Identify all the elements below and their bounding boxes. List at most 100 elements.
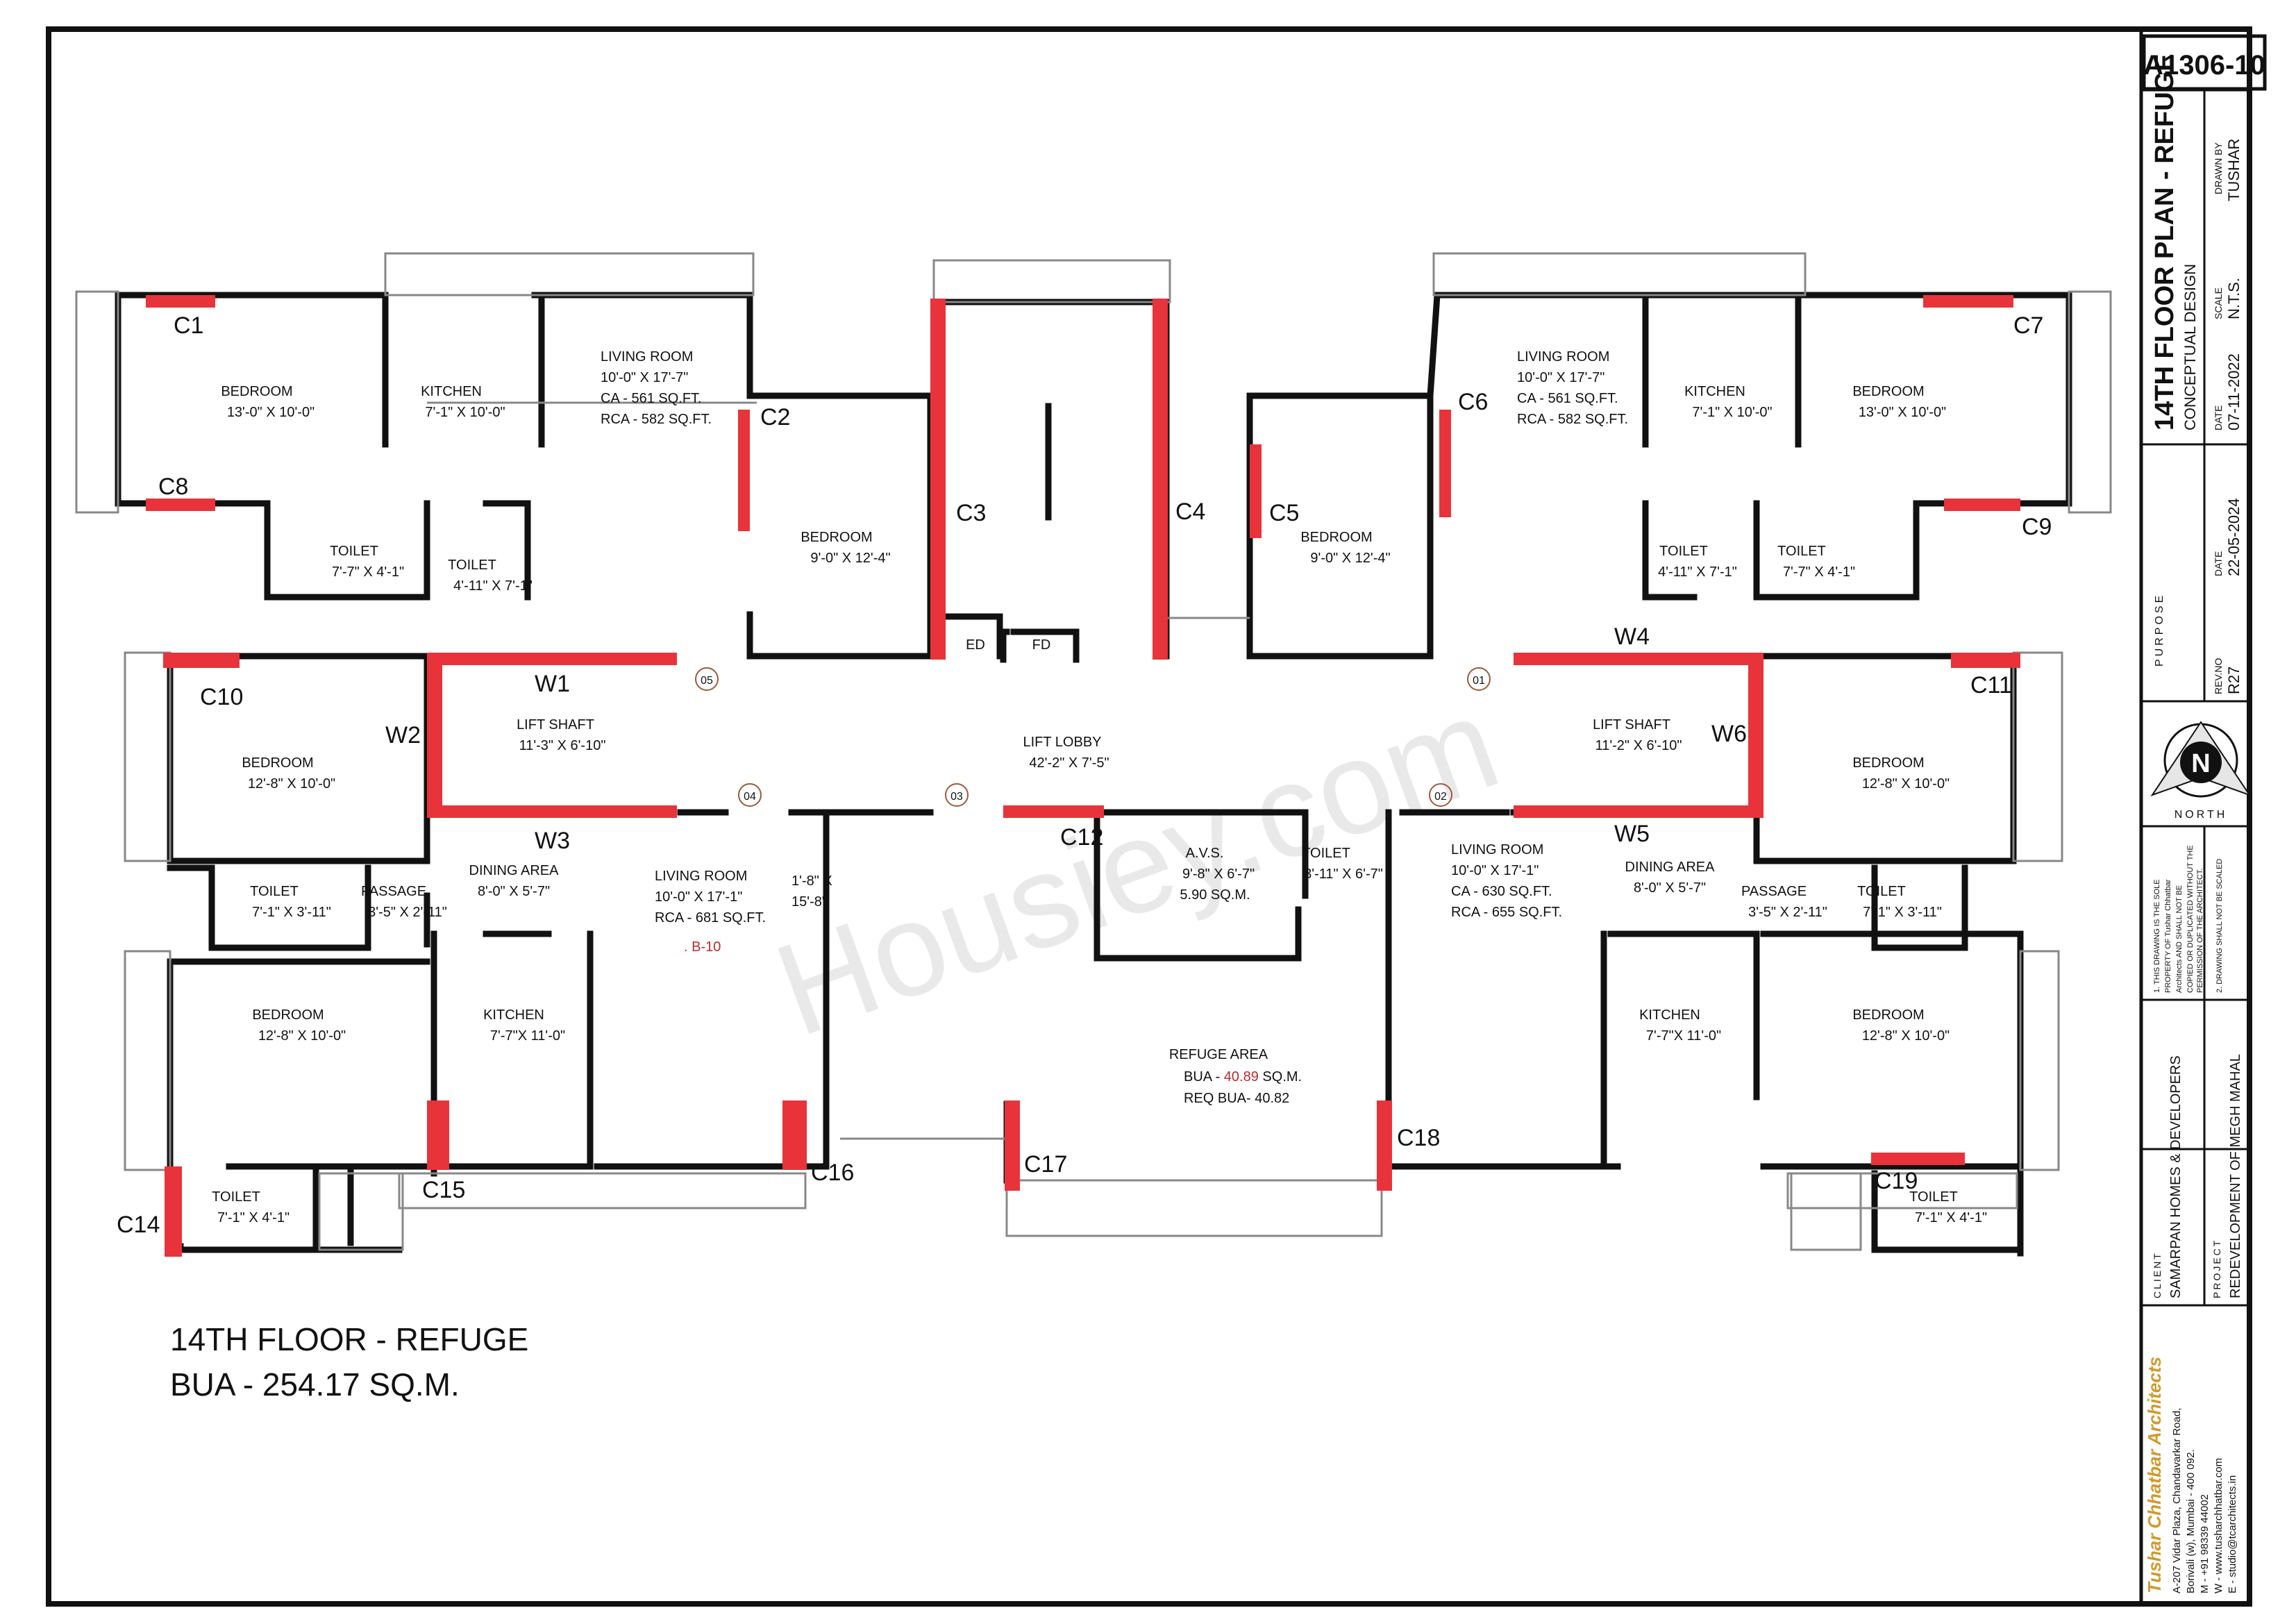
column-mark-c7: [1923, 295, 2013, 308]
firm-address-1: A-207 Vidar Plaza, Chandavarkar Road,: [2171, 1408, 2183, 1593]
date-label-1: DATE: [2213, 405, 2224, 430]
column-mark-c16: [782, 1100, 807, 1170]
firm-name: Tushar Chhatbar Architects: [2144, 1357, 2165, 1593]
dim-dining-l: 8'-0" X 5'-7": [478, 884, 550, 899]
label-refuge-area: REFUGE AREA: [1169, 1047, 1268, 1062]
wall-mark-w2: [427, 653, 442, 812]
wall-mark-w5: [1514, 805, 1763, 818]
sheet-id: A1306-10: [2143, 50, 2265, 81]
label-bedroom-mr: BEDROOM: [1852, 755, 1924, 771]
firm-address-2: Borivali (w), Mumbai - 400 092.: [2185, 1449, 2197, 1593]
date-label-2: DATE: [2213, 551, 2224, 576]
col-tag-c8: C8: [158, 474, 188, 500]
north-label: NORTH: [2175, 809, 2228, 821]
ca-living-tr: CA - 561 SQ.FT.: [1517, 391, 1618, 406]
label-b10: . B-10: [684, 939, 721, 955]
label-kitchen-bl: KITCHEN: [483, 1007, 544, 1023]
column-mark-c12: [1003, 805, 1104, 818]
label-toilet-rr: TOILET: [1857, 884, 1906, 899]
col-tag-c11: C11: [1970, 672, 2012, 698]
project-name: REDEVELOPMENT OF MEGH MAHAL: [2228, 1054, 2243, 1298]
dim-toilet-rr: 7'-1" X 3'-11": [1863, 905, 1942, 920]
client-name: SAMARPAN HOMES & DEVELOPERS: [2168, 1055, 2184, 1298]
refuge-req-bua: REQ BUA- 40.82: [1184, 1091, 1289, 1106]
column-mark-c19: [1871, 1153, 1965, 1165]
column-mark-c2: [738, 410, 750, 531]
label-living-br: LIVING ROOM: [1451, 842, 1543, 857]
rca-living-tl: RCA - 582 SQ.FT.: [601, 412, 712, 427]
floor-bua: BUA - 254.17 SQ.M.: [170, 1366, 460, 1403]
dim-toilet-br: 7'-1" X 4'-1": [1915, 1210, 1987, 1225]
dim-15-8: 15'-8": [791, 894, 827, 910]
marker-04: 04: [744, 791, 756, 803]
column-mark-c10: [163, 653, 240, 668]
title-block: A1306-10 14TH FLOOR PLAN - REFUGE CONCEP…: [2141, 34, 2267, 1593]
col-tag-c10: C10: [200, 684, 243, 710]
sheet-title: 14TH FLOOR PLAN - REFUGE: [2150, 53, 2179, 430]
rca-living-br: RCA - 655 SQ.FT.: [1451, 905, 1562, 920]
wall-tag-w5: W5: [1614, 821, 1650, 847]
dim-bedroom-tl: 13'-0" X 10'-0": [227, 405, 315, 420]
label-lift-shaft-l: LIFT SHAFT: [517, 717, 594, 733]
column-mark-c15: [427, 1100, 449, 1170]
dim-toilet-c: 3'-11" X 6'-7": [1304, 867, 1383, 882]
column-mark-c8: [146, 499, 215, 511]
firm-web: W - www.tusharchhatbar.com: [2213, 1458, 2224, 1593]
dim-kitchen-br: 7'-7"X 11'-0": [1646, 1028, 1721, 1044]
dim-bedroom-tr: 13'-0" X 10'-0": [1859, 405, 1946, 420]
wall-tag-w3: W3: [535, 828, 570, 854]
column-labels: C1 C2 C3 C4 C5 C6 C7 C8 C9 C10 C11 C12 C…: [117, 312, 2052, 1238]
label-living-tr: LIVING ROOM: [1517, 349, 1609, 365]
col-tag-c9: C9: [2022, 514, 2052, 540]
label-lift-shaft-r: LIFT SHAFT: [1593, 717, 1670, 733]
col-tag-c14: C14: [117, 1212, 160, 1238]
scale-value: N.T.S.: [2225, 278, 2243, 319]
dim-toilet-tl2: 4'-11" X 7'-1": [453, 578, 533, 594]
thin-outlines: [75, 252, 2112, 1251]
dim-lift-lobby: 42'-2" X 7'-5": [1029, 755, 1109, 771]
wall-mark-w6: [1748, 653, 1763, 818]
drawn-by: TUSHAR: [2225, 139, 2243, 201]
wall-tag-w1: W1: [535, 671, 570, 697]
date-value-2: 22-05-2024: [2225, 498, 2243, 576]
label-kitchen-tr: KITCHEN: [1684, 384, 1745, 399]
area-avs: 5.90 SQ.M.: [1180, 887, 1250, 903]
dim-toilet-tr1: 4'-11" X 7'-1": [1658, 564, 1737, 580]
note-1: 1. THIS DRAWING IS THE SOLE: [2153, 879, 2161, 993]
label-fd: FD: [1032, 637, 1051, 653]
column-mark-c5: [1250, 444, 1262, 538]
label-bedroom-tc2: BEDROOM: [1300, 530, 1372, 545]
dim-dining-r: 8'-0" X 5'-7": [1634, 880, 1706, 896]
sheet-subtitle: CONCEPTUAL DESIGN: [2181, 264, 2199, 430]
marker-03: 03: [950, 791, 963, 803]
label-bedroom-bl: BEDROOM: [252, 1007, 324, 1023]
wall-mark-w1: [427, 653, 677, 665]
dim-living-br: 10'-0" X 17'-1": [1451, 863, 1539, 878]
dim-toilet-bl: 7'-1" X 4'-1": [217, 1210, 290, 1225]
dim-bedroom-bl: 12'-8" X 10'-0": [258, 1028, 346, 1044]
col-tag-c16: C16: [811, 1160, 854, 1186]
rca-living-tr: RCA - 582 SQ.FT.: [1517, 412, 1628, 427]
north-arrow: N NORTH: [2150, 721, 2252, 821]
dim-living-tl: 10'-0" X 17'-7": [601, 370, 688, 385]
sheet-border: [46, 26, 2252, 1607]
dim-passage-r: 3'-5" X 2'-11": [1748, 905, 1827, 920]
label-kitchen-br: KITCHEN: [1639, 1007, 1700, 1023]
column-mark-c4: [1153, 299, 1168, 660]
col-tag-c12: C12: [1060, 824, 1103, 851]
col-tag-c4: C4: [1175, 499, 1205, 525]
label-toilet-c: TOILET: [1302, 846, 1350, 861]
rca-living-bl: RCA - 681 SQ.FT.: [655, 910, 766, 926]
project-label: PROJECT: [2211, 1239, 2222, 1298]
scale-label: SCALE: [2213, 287, 2224, 319]
label-bedroom-ml: BEDROOM: [242, 755, 313, 771]
column-mark-c1: [146, 295, 215, 308]
col-tag-c1: C1: [174, 312, 203, 339]
date-value-1: 07-11-2022: [2225, 353, 2243, 430]
label-dining-r: DINING AREA: [1625, 860, 1716, 875]
label-toilet-bl: TOILET: [212, 1189, 260, 1205]
col-tag-c18: C18: [1397, 1125, 1440, 1151]
col-tag-c17: C17: [1024, 1151, 1067, 1178]
column-mark-c17: [1005, 1100, 1020, 1191]
note-4: COPIED OR DUPLICATED WITHOUT THE: [2186, 845, 2195, 993]
